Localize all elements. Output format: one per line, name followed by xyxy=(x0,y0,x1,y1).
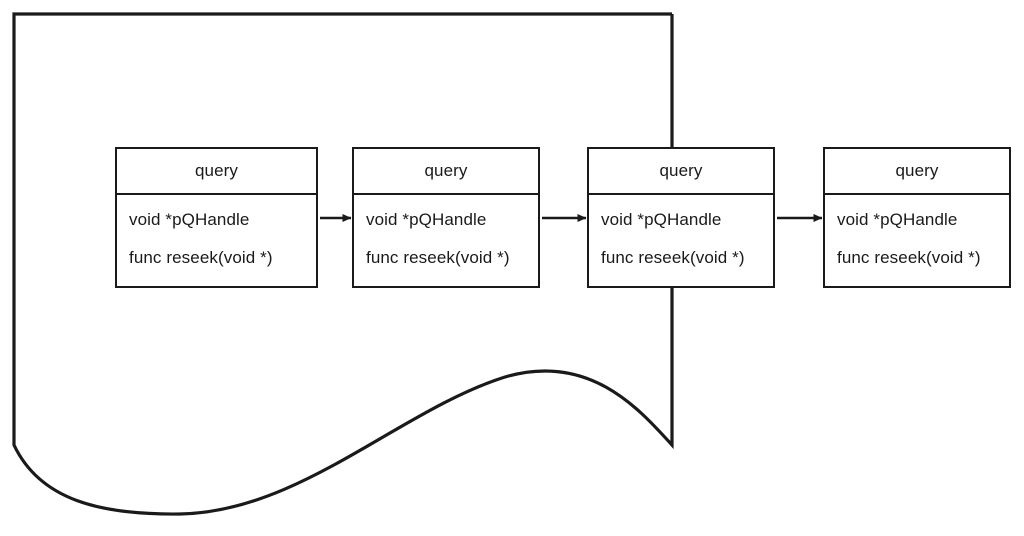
query-node-2-field-reseek: func reseek(void *) xyxy=(366,248,510,268)
query-node-2-field-handle: void *pQHandle xyxy=(366,209,487,229)
query-node-2-body: void *pQHandle func reseek(void *) xyxy=(354,195,538,286)
query-node-3-field-handle: void *pQHandle xyxy=(601,209,722,229)
query-node-1[interactable]: query void *pQHandle func reseek(void *) xyxy=(115,147,318,288)
query-node-2[interactable]: query void *pQHandle func reseek(void *) xyxy=(352,147,540,288)
query-node-4-field-reseek: func reseek(void *) xyxy=(837,248,981,268)
query-node-1-field-reseek: func reseek(void *) xyxy=(129,248,273,268)
query-node-4-field-handle: void *pQHandle xyxy=(837,209,958,229)
query-node-1-field-handle: void *pQHandle xyxy=(129,209,250,229)
query-node-2-header: query xyxy=(354,149,538,195)
wavy-enclosure-path xyxy=(12,12,674,516)
query-node-4[interactable]: query void *pQHandle func reseek(void *) xyxy=(823,147,1011,288)
query-node-3-body: void *pQHandle func reseek(void *) xyxy=(589,195,773,286)
query-node-4-body: void *pQHandle func reseek(void *) xyxy=(825,195,1009,286)
query-node-4-header: query xyxy=(825,149,1009,195)
query-node-3-field-reseek: func reseek(void *) xyxy=(601,248,745,268)
query-node-3[interactable]: query void *pQHandle func reseek(void *) xyxy=(587,147,775,288)
query-node-1-header: query xyxy=(117,149,316,195)
query-node-3-header: query xyxy=(589,149,773,195)
query-node-1-body: void *pQHandle func reseek(void *) xyxy=(117,195,316,286)
